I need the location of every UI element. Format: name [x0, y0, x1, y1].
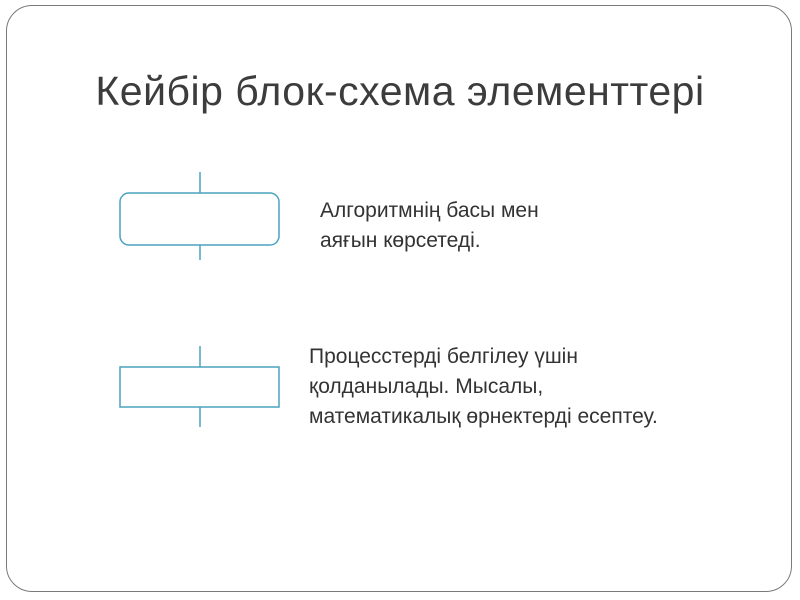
process-description: Процесстерді белгілеу үшін қолданылады. … [309, 342, 658, 432]
terminal-description: Алгоритмнің басы мен аяғын көрсетеді. [320, 196, 539, 256]
slide-frame [6, 5, 792, 592]
process-description-line-3: математикалық өрнектерді есептеу. [309, 405, 658, 428]
process-description-line-2: қолданылады. Мысалы, [309, 375, 544, 398]
process-shape [119, 366, 280, 408]
terminal-description-line-2: аяғын көрсетеді. [320, 229, 481, 252]
terminal-description-line-1: Алгоритмнің басы мен [320, 199, 539, 222]
slide-title: Кейбір блок-схема элементтері [95, 68, 705, 114]
process-description-line-1: Процесстерді белгілеу үшін [309, 345, 578, 368]
terminal-shape [119, 192, 280, 246]
